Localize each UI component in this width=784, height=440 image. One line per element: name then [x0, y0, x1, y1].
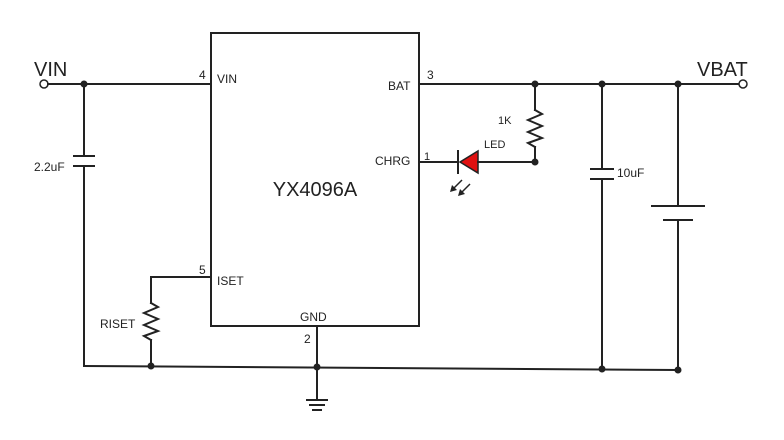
ic-name: YX4096A	[273, 179, 358, 201]
ic-body	[210, 32, 420, 327]
pin-iset-number: 5	[199, 263, 206, 277]
led-diode	[458, 149, 479, 175]
led-resistor	[525, 108, 545, 149]
iset-wire	[150, 276, 212, 304]
pin-gnd-name: GND	[300, 310, 327, 324]
pin-iset-name: ISET	[217, 274, 244, 288]
vin-terminal-label: VIN	[34, 59, 67, 81]
pin-bat-name: BAT	[388, 79, 411, 93]
pin-bat-number: 3	[427, 68, 434, 82]
riset-resistor	[141, 301, 161, 342]
output-cap-label: 10uF	[617, 166, 644, 180]
vbat-terminal	[738, 79, 748, 89]
pin-gnd-number: 2	[304, 332, 311, 346]
pin-chrg-number: 1	[424, 151, 430, 163]
ground-rail	[82, 364, 680, 372]
ground-symbol	[306, 399, 328, 411]
pin-vin-number: 4	[199, 68, 206, 82]
vin-terminal	[39, 79, 49, 89]
pin-chrg-name: CHRG	[375, 154, 410, 168]
led-label: LED	[484, 139, 505, 151]
pin-vin-name: VIN	[217, 72, 237, 86]
led-resistor-label: 1K	[498, 115, 512, 127]
input-cap-label: 2.2uF	[34, 160, 65, 174]
riset-label: RISET	[100, 317, 136, 331]
led-light-arrows	[450, 179, 471, 196]
vbat-terminal-label: VBAT	[697, 59, 748, 81]
